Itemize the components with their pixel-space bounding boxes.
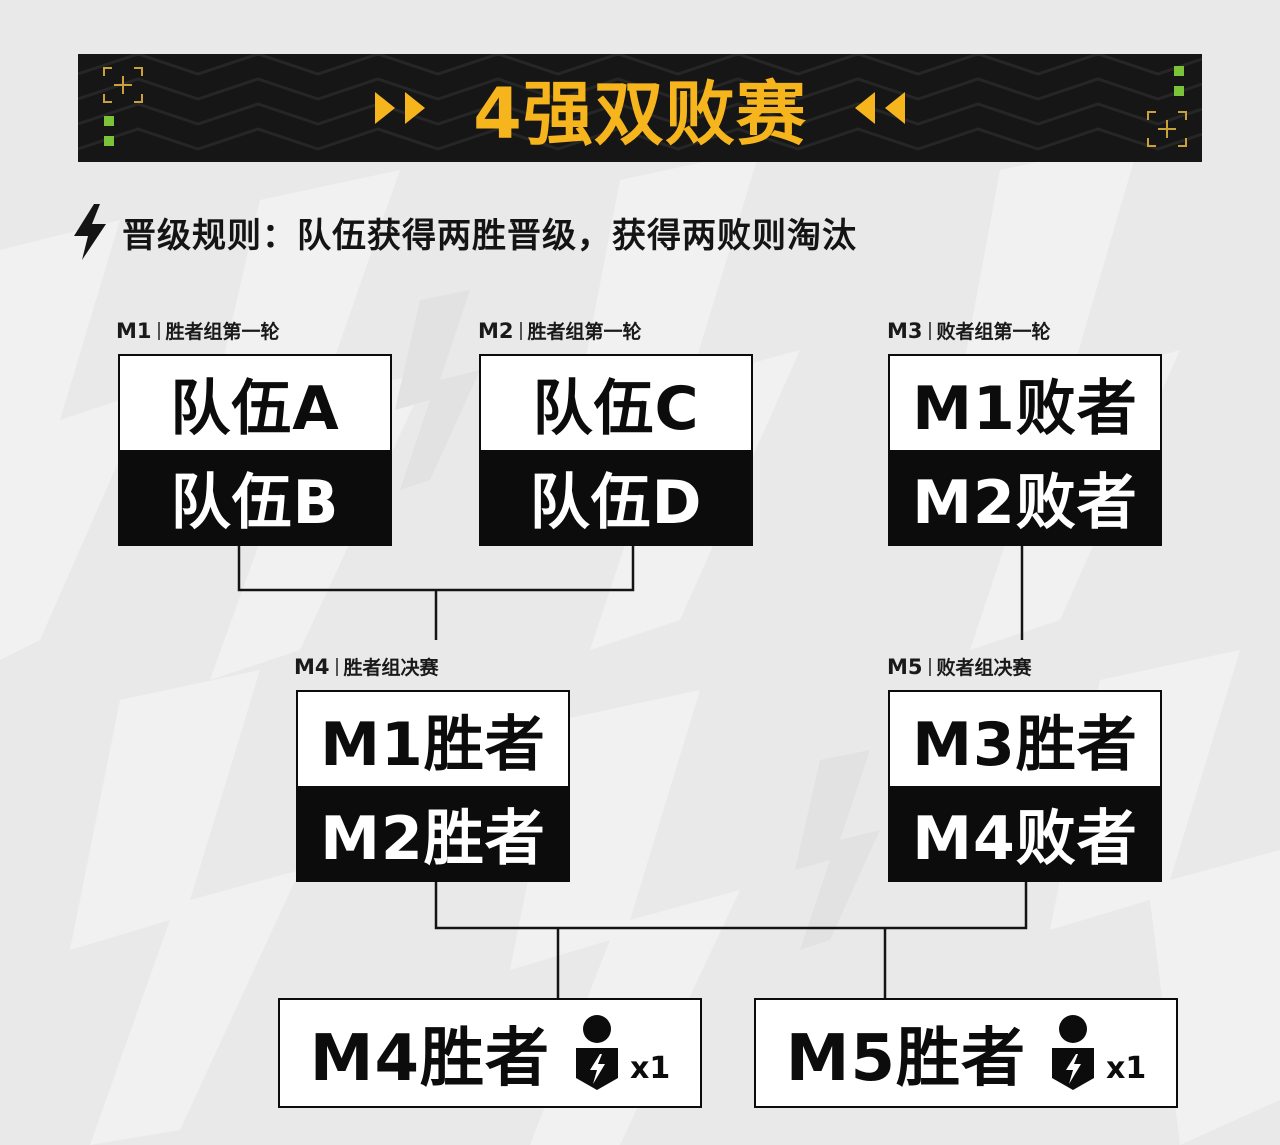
match-m2-team-top: 队伍C xyxy=(481,356,751,450)
advancement-rule: 晋级规则：队伍获得两胜晋级，获得两败则淘汰 xyxy=(72,204,857,260)
header-banner: 4强双败赛 xyxy=(78,54,1202,162)
match-card-m2: 队伍C 队伍D xyxy=(479,354,753,546)
match-m5-team-bottom: M4败者 xyxy=(890,786,1160,880)
banner-title-row: 4强双败赛 xyxy=(78,54,1202,162)
match-card-m5: M3胜者 M4败者 xyxy=(888,690,1162,882)
match-m5-team-top: M3胜者 xyxy=(890,692,1160,786)
page-title: 4强双败赛 xyxy=(473,72,807,155)
finalist-label: M5胜者 xyxy=(785,1022,1026,1096)
rule-text: 晋级规则：队伍获得两胜晋级，获得两败则淘汰 xyxy=(122,215,857,256)
match-card-m3: M1败者 M2败者 xyxy=(888,354,1162,546)
connector-m1-m4 xyxy=(237,545,635,592)
finalist-card-left: M4胜者 x1 xyxy=(278,998,702,1108)
crosshair-corner-icon-right xyxy=(1147,111,1187,147)
finalist-count: x1 xyxy=(629,1051,671,1086)
match-m3-team-top: M1败者 xyxy=(890,356,1160,450)
player-badge-icon xyxy=(575,1015,618,1090)
crosshair-corner-icon xyxy=(103,67,143,103)
match-m4-team-bottom: M2胜者 xyxy=(298,786,568,880)
match-m2-team-bottom: 队伍D xyxy=(481,450,751,544)
double-arrow-right-icon xyxy=(373,86,433,130)
match-m3-team-bottom: M2败者 xyxy=(890,450,1160,544)
match-m1-team-top: 队伍A xyxy=(120,356,390,450)
match-m1-team-bottom: 队伍B xyxy=(120,450,390,544)
connector-m4-m5-finals xyxy=(434,882,1028,930)
match-card-m1: 队伍A 队伍B xyxy=(118,354,392,546)
finalist-label: M4胜者 xyxy=(309,1022,550,1096)
finalist-card-right: M5胜者 x1 xyxy=(754,998,1178,1108)
banner-chevron-pattern xyxy=(78,54,1202,151)
lightning-bolt-icon xyxy=(74,204,106,260)
player-badge-icon xyxy=(1051,1015,1094,1090)
finalist-slot: x1 xyxy=(572,1014,670,1092)
match-card-m4: M1胜者 M2胜者 xyxy=(296,690,570,882)
finalist-count: x1 xyxy=(1105,1051,1147,1086)
match-m4-team-top: M1胜者 xyxy=(298,692,568,786)
green-marker-icon-right xyxy=(1174,66,1184,96)
green-marker-icon xyxy=(104,116,114,146)
double-arrow-left-icon xyxy=(847,86,907,130)
finalist-slot: x1 xyxy=(1048,1014,1146,1092)
